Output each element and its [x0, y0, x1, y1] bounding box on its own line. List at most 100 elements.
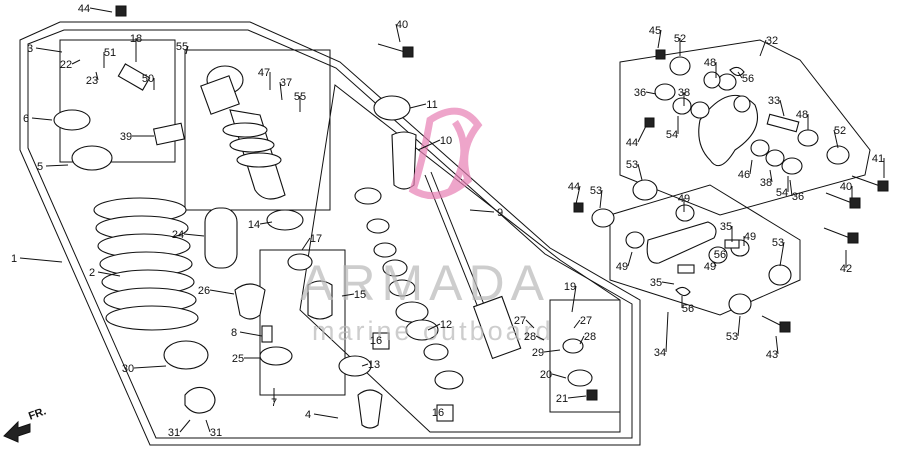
- seal-16: [434, 370, 464, 390]
- callout-label: 48: [796, 109, 808, 121]
- callout-label: 25: [232, 353, 244, 365]
- nut-44-mid: [573, 202, 584, 213]
- leader-line: [599, 189, 603, 209]
- leader-line: [769, 169, 773, 183]
- callout-label: 54: [776, 187, 788, 199]
- bolt-40-upper: [377, 43, 406, 53]
- callout-label: 54: [666, 129, 678, 141]
- callout-label: 42: [840, 263, 852, 275]
- leader-line: [567, 395, 587, 399]
- washer-29: [562, 338, 584, 354]
- leader-line: [661, 281, 675, 285]
- callout-label: 39: [120, 131, 132, 143]
- callout-label: 43: [766, 349, 778, 361]
- callout-label: 35: [650, 277, 662, 289]
- callout-label: 56: [682, 303, 694, 315]
- leader-line: [427, 323, 441, 331]
- leader-line: [665, 311, 669, 353]
- callout-label: 40: [396, 19, 408, 31]
- cap-16b: [436, 404, 454, 422]
- leader-line: [97, 271, 121, 277]
- bolt-41: [851, 175, 881, 187]
- leader-line: [95, 71, 99, 81]
- leader-line: [361, 363, 369, 367]
- callout-label: 33: [768, 95, 780, 107]
- leader-line: [313, 413, 339, 419]
- callout-label: 53: [772, 237, 784, 249]
- callout-label: 6: [23, 113, 29, 125]
- callout-label: 38: [760, 177, 772, 189]
- callout-label: 7: [271, 397, 277, 409]
- leader-line: [789, 179, 793, 197]
- leader-line: [779, 99, 785, 117]
- callout-label: 53: [590, 185, 602, 197]
- bolt-21: [586, 389, 598, 401]
- leader-line: [31, 117, 53, 121]
- leader-line: [395, 23, 401, 43]
- leader-line: [637, 125, 647, 143]
- callout-label: 11: [426, 99, 437, 111]
- callout-label: 44: [78, 3, 90, 15]
- callout-label: 8: [231, 327, 237, 339]
- lock-nut-6: [53, 109, 91, 131]
- leader-line: [551, 373, 567, 379]
- callout-label: 1: [11, 253, 17, 265]
- callout-label: 20: [540, 369, 552, 381]
- leader-line: [543, 349, 561, 353]
- leader-line: [573, 319, 581, 329]
- leader-line: [133, 365, 167, 369]
- bolt-43: [761, 315, 783, 327]
- callout-label: 3: [27, 43, 33, 55]
- watermark-title: ARMADA: [300, 255, 550, 311]
- adjuster-nut-5: [71, 145, 113, 171]
- nut-20: [567, 369, 593, 387]
- leader-line: [185, 45, 189, 55]
- watermark-logo-icon: [408, 107, 483, 200]
- callout-label: 24: [172, 229, 184, 241]
- callout-label: 32: [766, 35, 778, 47]
- leader-line: [89, 7, 113, 13]
- callout-label: 23: [86, 75, 98, 87]
- callout-label: 16: [370, 335, 382, 347]
- callout-label: 22: [60, 59, 72, 71]
- callout-label: 30: [122, 363, 134, 375]
- leader-line: [645, 91, 657, 95]
- leader-line: [35, 47, 63, 53]
- callout-label: 5: [37, 161, 43, 173]
- callout-label: 45: [649, 25, 661, 37]
- callout-label: 29: [532, 347, 544, 359]
- callout-label: 52: [674, 33, 686, 45]
- leader-line: [19, 257, 63, 263]
- o-ring-25: [259, 346, 293, 366]
- callout-label: 56: [742, 73, 754, 85]
- callout-label: 13: [368, 359, 380, 371]
- watermark-subtitle: marine outboard: [312, 316, 554, 346]
- callout-label: 49: [678, 193, 690, 205]
- leader-line: [833, 129, 839, 149]
- bump-stop-7: [357, 389, 383, 429]
- bolt-42: [823, 227, 851, 239]
- callout-label: 38: [678, 87, 690, 99]
- leader-line: [179, 419, 191, 433]
- shock-spring: [93, 197, 199, 331]
- callout-label: 53: [726, 331, 738, 343]
- leader-lines: [19, 7, 885, 433]
- callout-label: 18: [130, 33, 142, 45]
- callout-label: 35: [720, 221, 732, 233]
- leader-line: [713, 261, 717, 267]
- bolt-8: [261, 325, 273, 343]
- callout-label: 17: [310, 233, 322, 245]
- leader-line: [259, 221, 273, 225]
- callout-label: 14: [248, 219, 260, 231]
- callout-label: 51: [104, 47, 116, 59]
- leader-line: [469, 209, 495, 213]
- leader-line: [779, 241, 785, 267]
- leader-line: [45, 164, 69, 167]
- valve-18: [117, 63, 151, 91]
- callout-label: 55: [294, 91, 306, 103]
- nut-44: [644, 117, 655, 128]
- washer-17: [287, 253, 313, 271]
- rod-end-9: [472, 295, 522, 360]
- leader-line: [579, 335, 585, 345]
